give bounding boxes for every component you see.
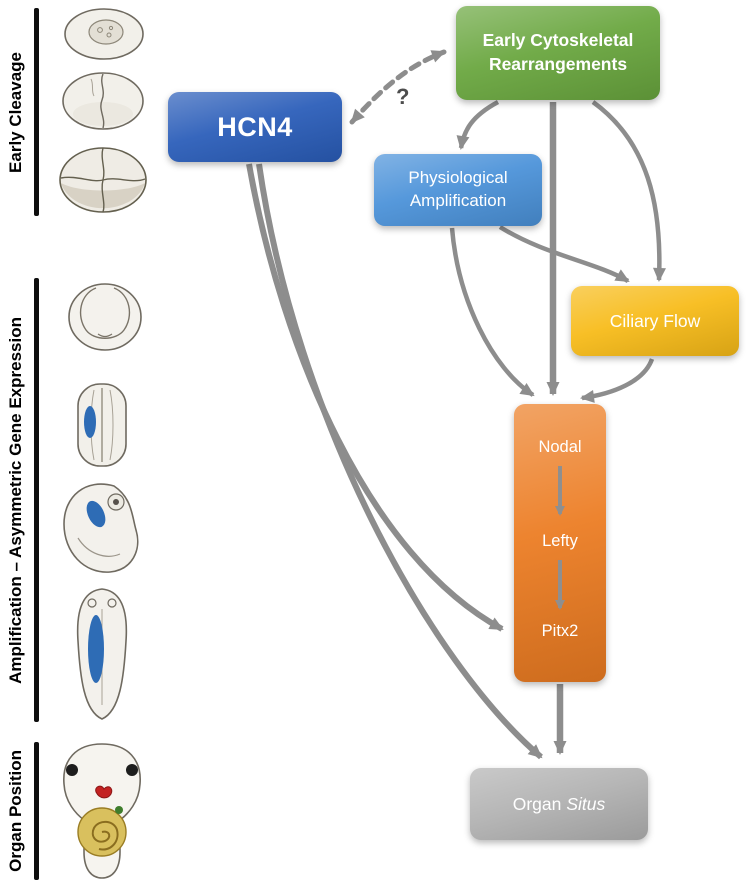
node-nodal-lefty-pitx2-cascade: Nodal Lefty Pitx2: [514, 404, 606, 682]
stage-bar: [34, 8, 39, 216]
node-organ-situs: Organ Situs: [470, 768, 648, 840]
arrow-cytoskeletal-to-ciliary: [591, 100, 666, 282]
cascade-item-nodal: Nodal: [538, 438, 582, 456]
embryo-tailbud-icon: [58, 478, 146, 578]
embryo-ventral-organs-icon: [56, 740, 148, 882]
node-label-italic: Situs: [566, 793, 606, 814]
stage-bar: [34, 278, 39, 722]
embryo-gastrula-icon: [66, 282, 144, 352]
stage-label-text: Organ Position: [6, 750, 25, 872]
embryo-neurula-icon: [70, 380, 134, 470]
embryo-tadpole-icon: [66, 585, 138, 723]
node-label: HCN4: [217, 111, 293, 142]
stage-label-text: Early Cleavage: [6, 51, 25, 173]
arrow-cytoskeletal-to-physiological: [456, 100, 500, 150]
uncertainty-question-mark: ?: [396, 84, 410, 109]
arrow-physiological-to-nodal: [449, 227, 535, 397]
node-hcn4: HCN4: [168, 92, 342, 162]
arrow-physiological-to-ciliary: [498, 225, 630, 283]
embryo-two-cell-icon: [60, 70, 146, 132]
stage-label-text: Amplification – Asymmetric Gene Expressi…: [6, 316, 25, 684]
node-ciliary-flow: Ciliary Flow: [571, 286, 739, 356]
arrow-hcn4-to-pitx2: [246, 163, 504, 632]
cascade-item-lefty: Lefty: [542, 532, 578, 550]
embryo-four-cell-icon: [57, 145, 149, 215]
stage-label-organ-position: Organ Position: [0, 742, 32, 880]
cascade-item-pitx2: Pitx2: [541, 622, 579, 640]
node-label: Organ: [512, 793, 562, 814]
node-physiological-amplification: Physiological Amplification: [374, 154, 542, 226]
stage-label-amplification: Amplification – Asymmetric Gene Expressi…: [0, 278, 32, 722]
node-early-cytoskeletal-rearrangements: Early Cytoskeletal Rearrangements: [456, 6, 660, 100]
stage-label-early-cleavage: Early Cleavage: [0, 8, 32, 216]
stage-bar: [34, 742, 39, 880]
node-label: Early Cytoskeletal Rearrangements: [482, 30, 634, 74]
embryo-one-cell-icon: [62, 6, 146, 62]
node-label: Physiological Amplification: [408, 168, 508, 210]
arrow-hcn4-to-organ-situs: [256, 163, 543, 760]
arrow-ciliary-to-nodal: [580, 358, 655, 403]
node-label: Ciliary Flow: [609, 310, 701, 331]
